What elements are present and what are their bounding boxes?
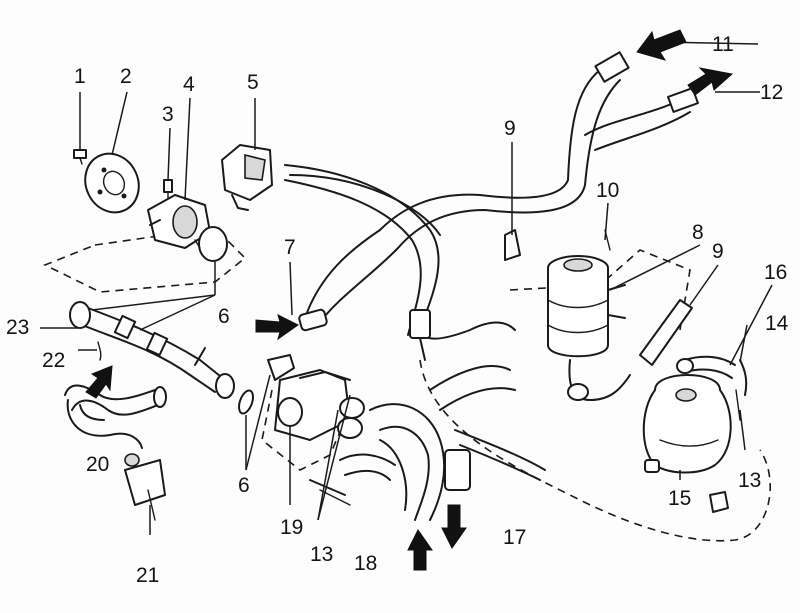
callout-7: 7: [284, 236, 296, 259]
callout-4: 4: [183, 73, 195, 96]
callout-5: 5: [247, 71, 259, 94]
expansion-tank-part-15: [642, 374, 732, 513]
lower-coolant-pipe: [69, 301, 235, 399]
lower-heater-hoses: [339, 365, 546, 521]
thermostat-housing-part-5: [221, 144, 273, 211]
callout-8: 8: [692, 221, 704, 244]
heater-hoses-outline: [261, 389, 346, 471]
bracket-part-14: [739, 359, 748, 396]
callout-13-right: 13: [738, 469, 762, 492]
callout-1: 1: [74, 65, 86, 88]
callout-11: 11: [712, 33, 734, 56]
callout-6-lower: 6: [238, 474, 250, 497]
heater-valve-part-19: [274, 369, 365, 506]
callout-6-upper: 6: [218, 305, 230, 328]
callout-20: 20: [86, 453, 110, 476]
callout-10: 10: [596, 179, 620, 202]
flow-arrow-18: [407, 529, 433, 571]
flow-arrows: [85, 29, 734, 571]
callout-23: 23: [6, 316, 30, 339]
heater-feed-hoses: [284, 164, 516, 361]
sensor-part-21: [124, 453, 166, 521]
bolts-part-13: [309, 389, 741, 496]
bracket-part-9: [639, 299, 693, 366]
callout-21: 21: [136, 564, 160, 587]
upper-coolant-pipe: [304, 51, 699, 326]
reservoir-part-8: [547, 255, 631, 401]
flow-arrow-20: [85, 365, 113, 399]
callout-9-upper: 9: [504, 117, 516, 140]
callout-17: 17: [503, 526, 527, 549]
callout-2: 2: [120, 65, 132, 88]
bypass-hose-part-20: [64, 384, 167, 449]
callout-3: 3: [162, 103, 174, 126]
callout-13-left: 13: [310, 543, 334, 566]
callout-16: 16: [764, 261, 788, 284]
pulley-part-2: [84, 152, 140, 214]
callout-14: 14: [765, 312, 789, 335]
gasket-part-6-left: [238, 389, 254, 415]
leader-lines: [40, 41, 773, 535]
callout-12: 12: [760, 81, 784, 104]
water-pump-part-4: [147, 194, 228, 262]
flow-in-arrow-11: [636, 29, 687, 61]
bolt-part-1: [73, 149, 87, 165]
flow-arrow-7: [255, 314, 299, 341]
flow-arrow-17: [441, 504, 467, 549]
callout-18: 18: [354, 552, 378, 575]
callout-9-right: 9: [712, 240, 724, 263]
callout-22: 22: [42, 349, 66, 372]
gasket-part-6-upper: [267, 354, 295, 381]
callout-19: 19: [280, 516, 304, 539]
callout-15: 15: [668, 487, 692, 510]
flow-out-arrow-12: [687, 67, 734, 96]
hose-clamp: [298, 308, 328, 332]
